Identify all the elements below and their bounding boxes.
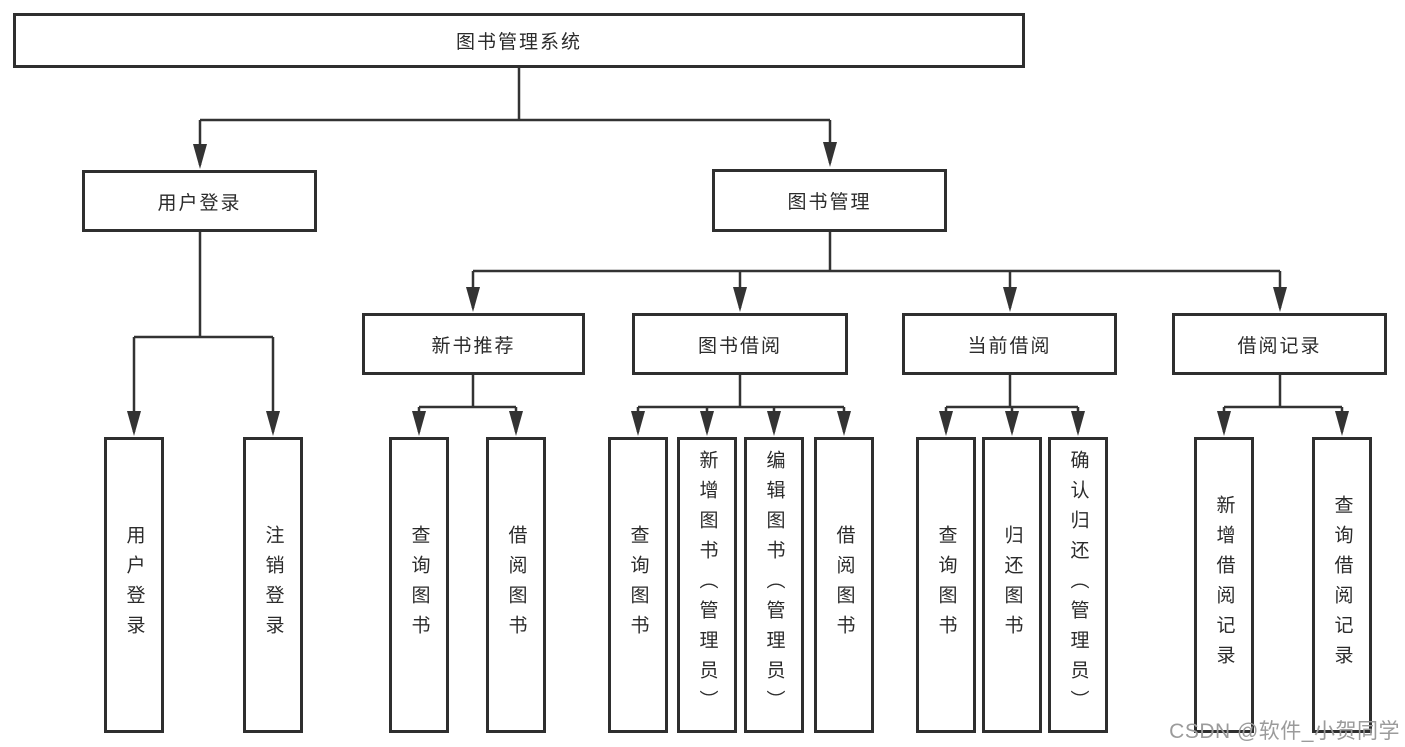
node-label: 用户登录 <box>157 192 242 214</box>
leaf-query-borrow-record: 查询借阅记录 <box>1312 437 1372 733</box>
leaf-user-login: 用户登录 <box>104 437 164 733</box>
leaf-add-books-admin: 新增图书（管理员） <box>677 437 737 733</box>
node-new-book-recommend: 新书推荐 <box>362 313 585 375</box>
node-label: 图书管理系统 <box>455 32 582 53</box>
leaf-label: 确认归还（管理员） <box>1067 450 1089 720</box>
leaf-return-books: 归还图书 <box>982 437 1042 733</box>
node-borrow-records: 借阅记录 <box>1172 313 1387 375</box>
tree-edges <box>132 68 1344 432</box>
leaf-label: 查询图书 <box>935 525 957 645</box>
leaf-label: 借阅图书 <box>833 525 855 645</box>
leaf-label: 查询借阅记录 <box>1331 495 1353 675</box>
leaf-label: 查询图书 <box>627 525 649 645</box>
node-current-borrow: 当前借阅 <box>902 313 1117 375</box>
leaf-label: 新增借阅记录 <box>1213 495 1235 675</box>
leaf-logout: 注销登录 <box>243 437 303 733</box>
node-label: 新书推荐 <box>431 335 516 357</box>
leaf-borrow-books: 借阅图书 <box>486 437 546 733</box>
node-label: 图书借阅 <box>697 335 782 357</box>
node-label: 借阅记录 <box>1237 335 1322 357</box>
node-book-management: 图书管理 <box>712 169 947 232</box>
leaf-borrow-books: 借阅图书 <box>814 437 874 733</box>
leaf-edit-books-admin: 编辑图书（管理员） <box>744 437 804 733</box>
leaf-label: 归还图书 <box>1001 525 1023 645</box>
leaf-label: 用户登录 <box>123 525 145 645</box>
node-book-borrow: 图书借阅 <box>632 313 848 375</box>
leaf-confirm-return-admin: 确认归还（管理员） <box>1048 437 1108 733</box>
node-label: 当前借阅 <box>967 335 1052 357</box>
leaf-query-books: 查询图书 <box>608 437 668 733</box>
leaf-label: 查询图书 <box>408 525 430 645</box>
leaf-label: 注销登录 <box>262 525 284 645</box>
node-label: 图书管理 <box>787 192 872 213</box>
leaf-query-books: 查询图书 <box>916 437 976 733</box>
leaf-label: 新增图书（管理员） <box>696 450 718 720</box>
leaf-label: 借阅图书 <box>505 525 527 645</box>
node-user-login: 用户登录 <box>82 170 317 232</box>
leaf-label: 编辑图书（管理员） <box>763 450 785 720</box>
leaf-query-books: 查询图书 <box>389 437 449 733</box>
leaf-add-borrow-record: 新增借阅记录 <box>1194 437 1254 733</box>
node-library-management-system: 图书管理系统 <box>13 13 1025 68</box>
watermark: CSDN @软件_小贺同学 <box>1169 720 1400 743</box>
